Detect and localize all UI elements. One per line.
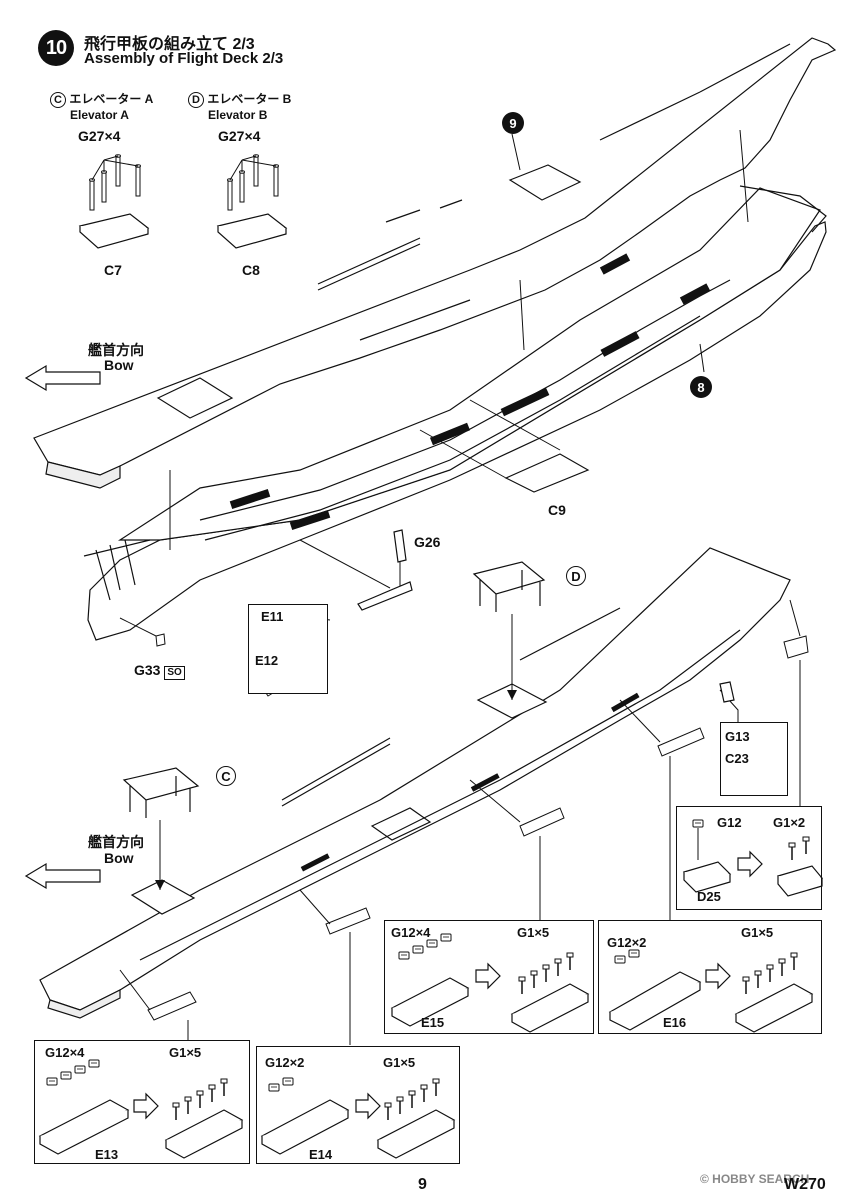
detail-box-e11-e12: E11 E12 — [248, 604, 328, 694]
bow-lower-en: Bow — [104, 850, 134, 866]
e13-left-label: G12×4 — [45, 1045, 85, 1060]
e15-right-label: G1×5 — [517, 925, 550, 940]
detail-box-g13-c23: G13 C23 — [720, 722, 788, 796]
elevator-d-table — [472, 561, 546, 700]
part-c23: C23 — [725, 751, 749, 766]
elevator-d-label: D エレベーター B Elevator B — [188, 92, 291, 122]
step-title-jp: 飛行甲板の組み立て 2/3 — [84, 36, 255, 53]
bow-lower-jp: 艦首方向 — [88, 834, 144, 850]
bow-upper-jp: 艦首方向 — [88, 342, 144, 358]
part-g33: G33 SO — [134, 662, 185, 680]
elevator-c-label: C エレベーター A Elevator A — [50, 92, 153, 122]
elevator-d-qty: G27×4 — [218, 128, 261, 144]
part-e12: E12 — [255, 653, 279, 668]
elevator-c7-plate — [78, 154, 150, 249]
so-tag: SO — [164, 666, 185, 680]
d25-left-label: G12 — [717, 815, 742, 830]
part-g13: G13 — [725, 729, 750, 744]
part-c8: C8 — [242, 262, 260, 278]
part-e13: E13 — [95, 1147, 119, 1162]
elevator-d-en: Elevator B — [208, 108, 268, 122]
gallery-rails — [147, 635, 809, 1021]
watermark-text: © HOBBY SEARCH — [700, 1172, 810, 1186]
part-e15: E15 — [421, 1015, 445, 1030]
g26-part — [393, 529, 407, 563]
elevator-c-qty: G27×4 — [78, 128, 121, 144]
circle-c-icon: C — [50, 92, 66, 108]
elevator-c-table — [122, 767, 200, 890]
detail-box-e15: G12×4 G1×5 E15 — [384, 920, 594, 1034]
part-e16: E16 — [663, 1015, 687, 1030]
step-number-badge: 10 — [38, 30, 74, 66]
upper-flight-deck — [33, 37, 837, 489]
ref-step-8-badge: 8 — [690, 376, 712, 398]
g33-part — [119, 617, 166, 647]
elevator-c8-plate — [216, 154, 288, 249]
part-c9: C9 — [548, 502, 566, 518]
leader-lines — [119, 599, 801, 1045]
e14-right-label: G1×5 — [383, 1055, 416, 1070]
detail-box-e15-art — [390, 933, 590, 1033]
part-g26: G26 — [414, 534, 441, 550]
e13-right-label: G1×5 — [169, 1045, 202, 1060]
e16-right-label: G1×5 — [741, 925, 774, 940]
detail-box-e16: G12×2 G1×5 E16 — [598, 920, 822, 1034]
part-e14: E14 — [309, 1147, 333, 1162]
elevator-c-jp: エレベーター A — [69, 92, 154, 106]
product-code: W270 — [784, 1176, 826, 1193]
marker-c-icon: C — [216, 766, 236, 786]
e14-left-label: G12×2 — [265, 1055, 305, 1070]
part-d25: D25 — [697, 889, 721, 904]
elevator-c-en: Elevator A — [70, 108, 129, 122]
step-title-en: Assembly of Flight Deck 2/3 — [84, 50, 284, 67]
e16-left-label: G12×2 — [607, 935, 647, 950]
page-number: 9 — [418, 1176, 427, 1193]
circle-d-icon: D — [188, 92, 204, 108]
part-c7: C7 — [104, 262, 122, 278]
lower-flight-deck — [39, 547, 791, 1019]
detail-box-d25: G12 G1×2 D25 — [676, 806, 822, 910]
upper-hull-windows — [229, 253, 711, 530]
upper-hull — [83, 185, 827, 641]
detail-box-e13: G12×4 G1×5 E13 — [34, 1040, 250, 1164]
e11-e12-part — [357, 581, 413, 611]
detail-box-e13-art — [38, 1059, 244, 1159]
detail-box-e14-art — [260, 1077, 456, 1159]
part-e11: E11 — [261, 609, 284, 624]
c9-plate — [504, 453, 590, 493]
e15-left-label: G12×4 — [391, 925, 431, 940]
bow-arrow-upper — [24, 364, 101, 392]
d25-right-label: G1×2 — [773, 815, 806, 830]
marker-d-icon: D — [566, 566, 586, 586]
detail-box-e16-art — [608, 949, 814, 1033]
ref-step-9-badge: 9 — [502, 112, 524, 134]
bow-upper-en: Bow — [104, 357, 134, 373]
detail-box-e14: G12×2 G1×5 E14 — [256, 1046, 460, 1164]
detail-box-d25-art — [682, 819, 824, 897]
elevator-d-jp: エレベーター B — [207, 92, 292, 106]
bow-arrow-lower — [24, 862, 101, 890]
